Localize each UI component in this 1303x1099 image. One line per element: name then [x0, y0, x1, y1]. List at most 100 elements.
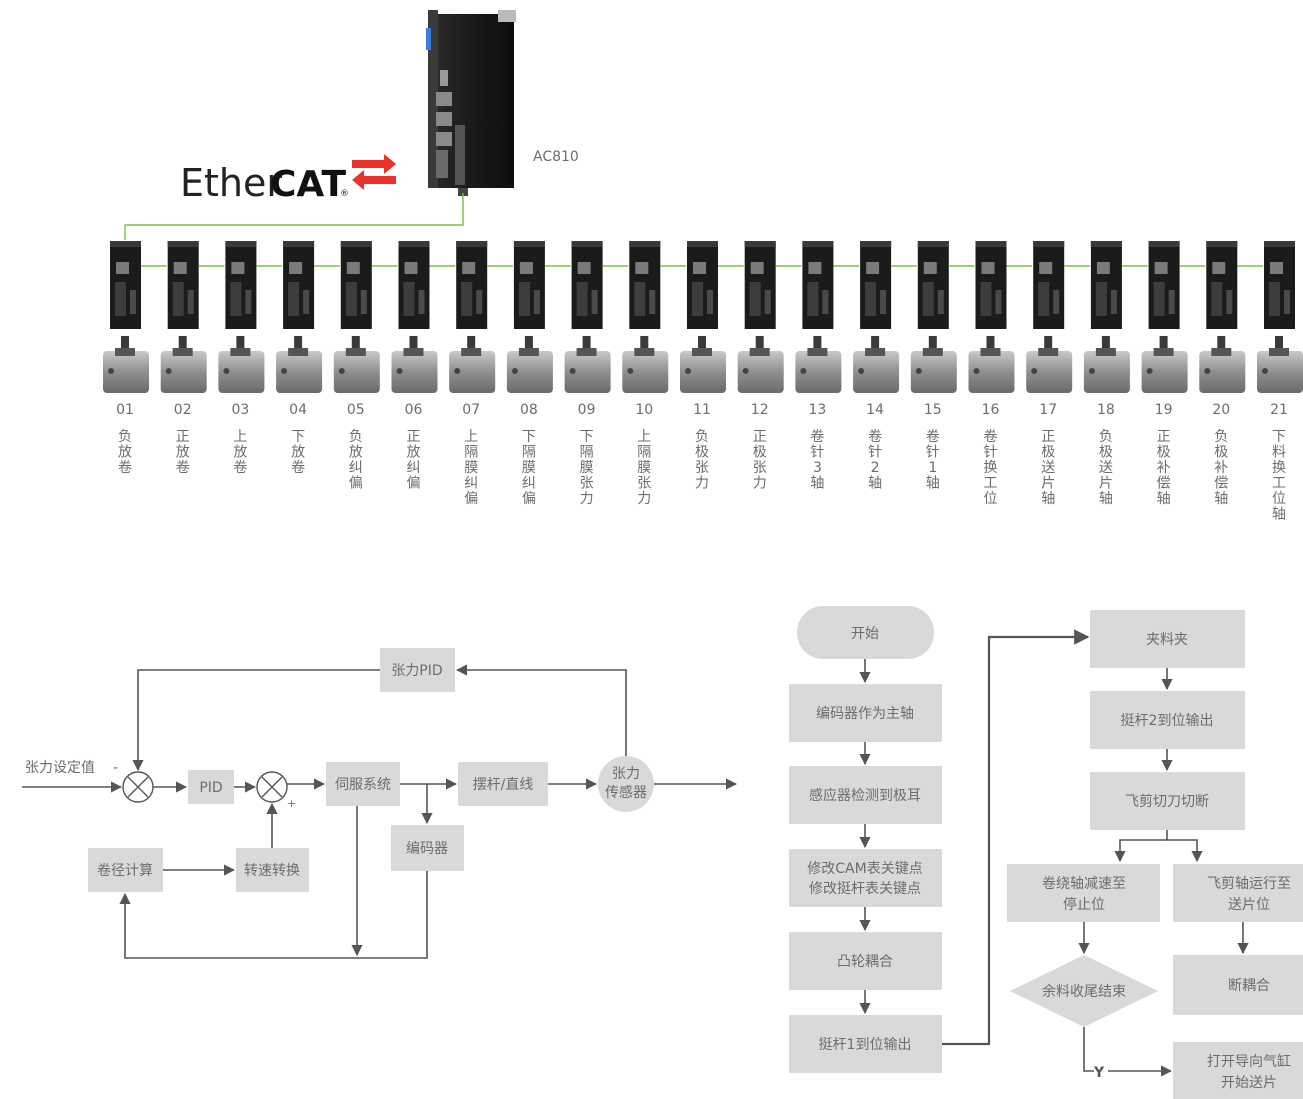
axis-name: 下隔膜张力 [580, 429, 594, 507]
tension-control-loop: 张力PID PID 伺服系统 摆杆/直线 张力 传感器 编码器 卷径计算 转速转… [22, 648, 738, 959]
flow-branch-right [1167, 839, 1203, 863]
axis-name: 负极补偿轴 [1214, 429, 1228, 507]
axis-number: 19 [1155, 402, 1173, 418]
axis-number: 03 [231, 402, 249, 418]
axis-number: 06 [405, 402, 423, 418]
flow-step-4 [789, 932, 942, 990]
servo-motor [622, 351, 669, 393]
axis-number: 13 [808, 402, 826, 418]
flow-step-1 [789, 684, 942, 742]
axis-number: 12 [751, 402, 769, 418]
tension-pid-box [380, 648, 455, 692]
flow-step-3-label-2: 修改挺杆表关键点 [809, 881, 921, 897]
arrow-sensor-tensionpid [455, 664, 627, 756]
axis-name: 正放卷 [176, 429, 190, 476]
axis-number: 20 [1212, 402, 1230, 418]
servo-motor [1199, 351, 1246, 393]
ethercat-logo-text-2: CAT [270, 164, 346, 205]
axis-unit-10: 10 上隔膜张力 [622, 241, 686, 507]
flow-right-3 [1090, 772, 1245, 830]
axis-name: 正极送片轴 [1041, 429, 1055, 507]
plus-sign: + [287, 797, 296, 810]
sensor-label-2: 传感器 [605, 784, 647, 801]
servo-motor [218, 351, 265, 393]
ethercat-logo-reg: ® [340, 189, 349, 199]
axis-name: 卷针换工位 [984, 429, 998, 507]
flow-start-label: 开始 [851, 626, 879, 642]
servo-motor [160, 351, 207, 393]
flow-decouple-label: 断耦合 [1228, 978, 1270, 994]
servo-motor [968, 351, 1015, 393]
flow-decision-label: 余料收尾结束 [1042, 983, 1126, 1000]
flow-guide-label-1: 打开导向气缸 [1207, 1053, 1291, 1070]
servo-motor [333, 351, 380, 393]
ethercat-arrows-icon [352, 154, 396, 190]
flow-step-5-label: 挺杆1到位输出 [819, 1037, 912, 1053]
arm-label: 摆杆/直线 [473, 776, 534, 793]
flow-decel-label-2: 停止位 [1063, 896, 1105, 913]
ethercat-logo: Ether CAT ® [180, 154, 396, 205]
axis-unit-06: 06 正放纠偏 [391, 241, 456, 492]
flow-start [797, 606, 934, 659]
axis-name: 上隔膜张力 [637, 429, 651, 507]
axis-number: 21 [1270, 402, 1288, 418]
axis-unit-04: 04 下放卷 [276, 241, 340, 476]
axis-name: 正放纠偏 [407, 429, 421, 492]
encoder-box [391, 825, 464, 871]
encoder-label: 编码器 [406, 841, 448, 857]
speed-conversion-label: 转速转换 [244, 862, 300, 879]
axis-unit-20: 20 负极补偿轴 [1199, 241, 1263, 507]
pid-label: PID [199, 780, 222, 796]
axis-number: 11 [693, 402, 711, 418]
axis-name: 下放卷 [291, 429, 305, 476]
flow-right-1-label: 夹料夹 [1146, 632, 1188, 648]
setpoint-label: 张力设定值 [25, 760, 95, 776]
tension-sensor-circle [598, 756, 654, 812]
axis-number: 14 [866, 402, 884, 418]
controller-ac810 [426, 10, 516, 196]
ethercat-logo-text-1: Ether [180, 161, 282, 205]
axis-number: 04 [289, 402, 307, 418]
servo-motor [910, 351, 957, 393]
speed-conversion-box [236, 848, 309, 892]
flow-decouple-box [1173, 955, 1303, 1015]
servo-motor [1026, 351, 1073, 393]
servo-box [326, 762, 400, 806]
servo-motor [449, 351, 496, 393]
servo-motor [853, 351, 900, 393]
servo-label: 伺服系统 [335, 777, 391, 793]
axis-number: 10 [635, 402, 653, 418]
flow-right-3-label: 飞剪切刀切断 [1125, 794, 1209, 810]
flow-decel-box [1007, 864, 1160, 922]
flow-decision-diamond [1010, 955, 1158, 1027]
flow-step-3 [789, 849, 942, 907]
flow-decel-label-1: 卷绕轴减速至 [1042, 876, 1126, 892]
flow-step-5 [789, 1015, 942, 1073]
axis-name: 负极张力 [695, 429, 709, 492]
summing-junction-1 [122, 771, 154, 803]
flow-yes-label: Y [1093, 1065, 1105, 1081]
sensor-label-1: 张力 [612, 766, 640, 782]
flow-branch-left [1114, 830, 1168, 863]
controller-label: AC810 [533, 149, 579, 165]
servo-motor [737, 351, 784, 393]
servo-motor [276, 351, 323, 393]
axis-name: 正极张力 [753, 429, 767, 492]
servo-motor [1141, 351, 1188, 393]
flow-right-2 [1090, 691, 1245, 749]
axis-name: 负放卷 [118, 429, 132, 476]
